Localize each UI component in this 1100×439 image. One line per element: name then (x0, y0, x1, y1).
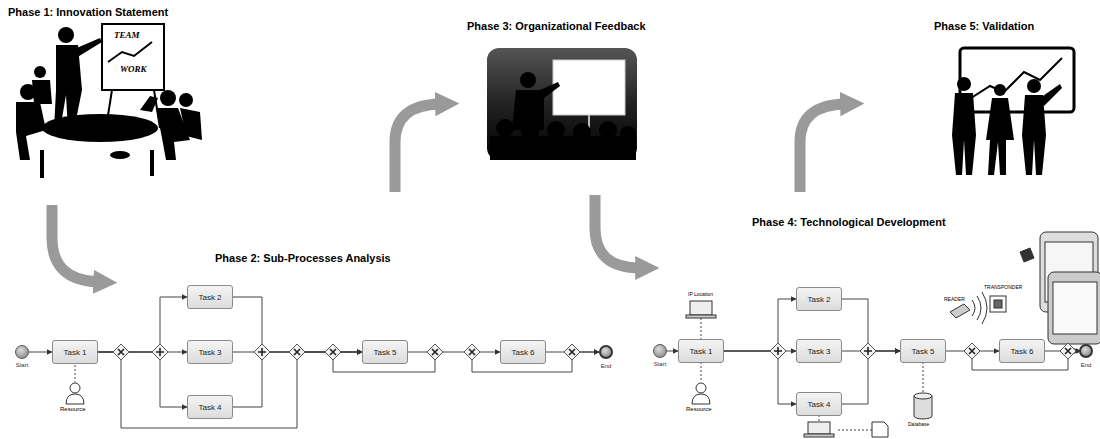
task-box: Task 6 (500, 340, 546, 364)
gateway-diamond (1060, 343, 1076, 359)
node-text: End (601, 363, 612, 369)
gateway-diamond (289, 344, 305, 360)
sequence-flow (233, 297, 362, 352)
gateway-mark (1065, 348, 1071, 354)
gateway-mark (258, 348, 266, 356)
validation (952, 48, 1074, 175)
icon-label: TRANSPONDER (984, 284, 1022, 290)
presentation (487, 48, 637, 160)
phase-title: Phase 3: Organizational Feedback (467, 20, 646, 32)
node-text: Start (654, 361, 667, 367)
sequence-flow (842, 351, 900, 404)
task-box: Task 2 (796, 287, 842, 311)
end-event: End (599, 345, 613, 359)
end-event: End (1079, 344, 1093, 358)
sequence-flow (842, 299, 900, 351)
sequence-flow (98, 352, 187, 407)
node-text: Task 1 (63, 348, 86, 357)
icon-label: Database (908, 421, 929, 427)
icon-label: Resource (686, 406, 712, 412)
node-text: Task 1 (689, 347, 712, 356)
sequence-flow (233, 352, 362, 407)
resource-icons (66, 232, 1100, 437)
icon-label: READER (944, 296, 965, 302)
phase-title: Phase 4: Technological Development (752, 216, 946, 228)
node-text: Task 2 (807, 295, 830, 304)
gateway-mark (569, 349, 575, 355)
gateway-diamond (964, 343, 980, 359)
gateway-diamond (152, 344, 168, 360)
gateway-diamond (325, 344, 341, 360)
task-box: Task 1 (52, 340, 98, 364)
sequence-flow (667, 351, 678, 352)
node-text: Task 3 (807, 347, 830, 356)
phase-title: Phase 1: Innovation Statement (8, 6, 168, 18)
task-box: Task 5 (900, 339, 946, 363)
task-box: Task 3 (187, 340, 233, 364)
task-box: Task 5 (362, 340, 408, 364)
node-text: Task 6 (511, 348, 534, 357)
gateway-diamond (113, 344, 129, 360)
gateway-mark (156, 348, 164, 356)
node-text: End (1081, 362, 1092, 368)
process-decor (75, 318, 1081, 430)
task-box: Task 2 (187, 285, 233, 309)
start-event: Start (15, 345, 29, 359)
gateway-diamond (254, 344, 270, 360)
gateway-mark (969, 348, 975, 354)
node-text: Task 3 (198, 348, 221, 357)
gateway-diamond (564, 344, 580, 360)
gateway-mark (118, 349, 124, 355)
icon-label: Resource (60, 406, 86, 412)
node-text: Task 5 (373, 348, 396, 357)
gateway-mark (864, 347, 872, 355)
node-text: Task 4 (807, 400, 830, 409)
sequence-flow (724, 299, 796, 351)
team-meeting (16, 24, 202, 178)
node-text: Start (16, 362, 29, 368)
gateway-mark (294, 349, 300, 355)
sequence-flow (98, 297, 187, 352)
gateway-mark (330, 349, 336, 355)
gateway-mark (774, 347, 782, 355)
phase-title: Phase 2: Sub-Processes Analysis (215, 252, 391, 264)
gateway-diamond (427, 344, 443, 360)
gateway-diamond (770, 343, 786, 359)
task-box: Task 4 (187, 395, 233, 419)
node-text: Task 4 (198, 403, 221, 412)
node-text: Task 6 (1010, 347, 1033, 356)
task-box: Task 4 (796, 392, 842, 416)
gateway-diamond (464, 344, 480, 360)
icon-label: IP Location (688, 291, 713, 297)
sequence-flow (724, 351, 796, 404)
task-box: Task 3 (796, 339, 842, 363)
gateway-diamond (860, 343, 876, 359)
node-text: Task 5 (911, 347, 934, 356)
flipchart-text: TEAM (114, 30, 140, 40)
task-box: Task 1 (678, 339, 724, 363)
gateway-mark (469, 349, 475, 355)
flow-arrows (52, 104, 845, 282)
node-text: Task 2 (198, 293, 221, 302)
flipchart-text: WORK (120, 64, 147, 74)
sequence-flow (408, 352, 500, 353)
phase-title: Phase 5: Validation (934, 20, 1034, 32)
task-box: Task 6 (999, 339, 1045, 363)
sequence-flow (29, 352, 52, 353)
start-event: Start (653, 344, 667, 358)
gateway-mark (432, 349, 438, 355)
connectors (29, 297, 1079, 428)
